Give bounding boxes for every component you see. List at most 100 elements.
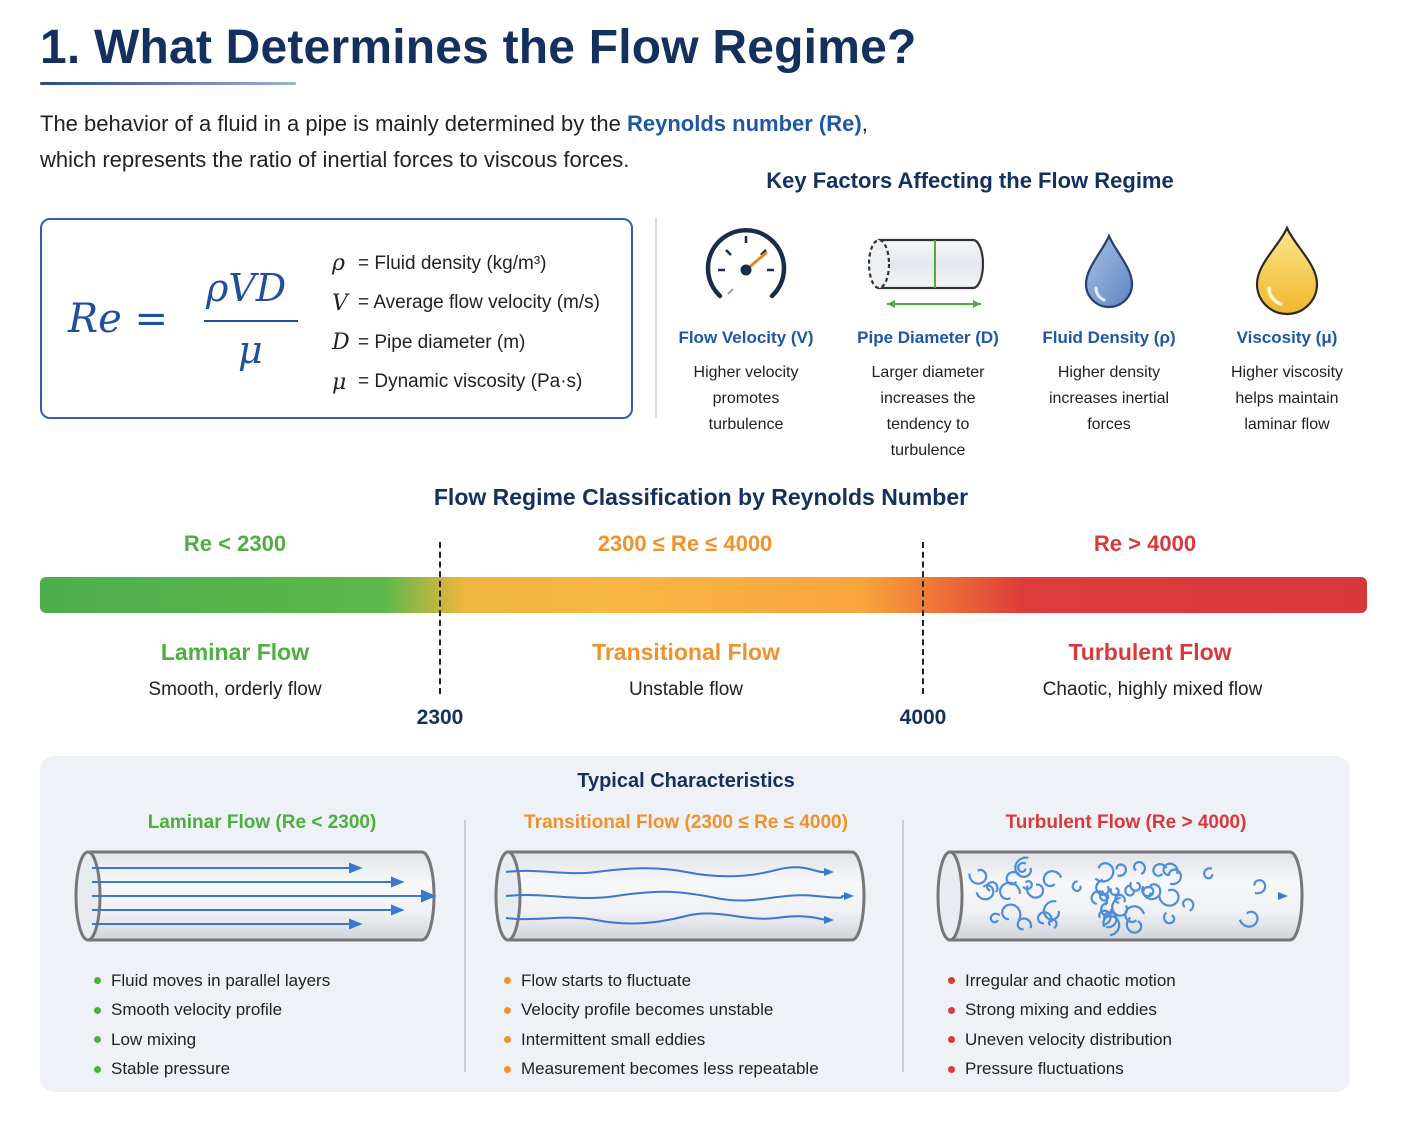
factor-fluid-density: Fluid Density (ρ) Higher density increas… [1024,220,1194,438]
eddy-swirl [1141,883,1162,901]
eddy-swirl [1042,900,1061,921]
laminar-range: Re < 2300 [183,531,287,556]
definition-viscosity: μ= Dynamic viscosity (Pa·s) [332,369,583,395]
list-item: Flow starts to fluctuate [504,966,896,996]
transitional-range: 2300 ≤ Re ≤ 4000 [597,531,773,556]
definition-velocity: V= Average flow velocity (m/s) [332,290,600,316]
transitional-flow-desc: Unstable flow [628,679,744,700]
transitional-column-title: Transitional Flow (2300 ≤ Re ≤ 4000) [524,812,848,833]
threshold-label-4000: 4000 [899,706,947,729]
laminar-characteristics: Laminar Flow (Re < 2300) Fluid moves in … [52,812,472,1084]
laminar-flow-label: Laminar Flow [160,639,310,665]
eddy-swirl [1115,863,1128,878]
transitional-flow-label: Transitional Flow [592,639,780,665]
eddy-swirl [1090,890,1109,906]
equation-lhs: Re = [68,296,169,342]
eddy-swirl [1042,869,1063,888]
reynolds-formula-box: Re = ρVD μ ρ= Fluid density (kg/m³) V= A… [40,218,633,419]
threshold-line-2300 [439,542,441,694]
intro-text: The behavior of a fluid in a pipe is mai… [40,106,940,178]
laminar-column-title: Laminar Flow (Re < 2300) [147,812,377,833]
list-item: Stable pressure [94,1055,472,1085]
eddy-swirl [1102,914,1121,937]
eddy-swirl [1000,903,1022,921]
turbulent-pipe-illustration [916,848,1336,944]
eddy-swirl [1132,861,1147,876]
title-underline [40,82,296,85]
laminar-pipe-illustration [52,848,472,944]
characteristics-panel: Typical Characteristics Laminar Flow (Re… [40,756,1350,1092]
laminar-flow-desc: Smooth, orderly flow [148,679,322,700]
eddy-swirl [1125,916,1143,934]
threshold-label-2300: 2300 [416,706,464,729]
eddy-swirl [1016,861,1027,874]
speedometer-icon [661,220,831,320]
equation-numerator: ρVD [206,266,287,310]
factor-desc: Higher velocity promotes turbulence [693,364,799,433]
turbulent-bullets: Irregular and chaotic motion Strong mixi… [916,966,1336,1084]
eddy-swirl [1095,878,1110,897]
eddy-swirl [986,881,999,893]
yellow-droplet-icon [1202,220,1372,320]
intro-part2: , [861,111,868,136]
turbulent-flow-desc: Chaotic, highly mixed flow [1042,679,1263,700]
factor-pipe-diameter: Pipe Diameter (D) Larger diameter increa… [843,220,1013,464]
intro-part1: The behavior of a fluid in a pipe is mai… [40,111,627,136]
eddy-swirl [1129,881,1142,892]
factor-name: Fluid Density (ρ) [1042,328,1176,347]
equation-denominator: μ [238,328,263,372]
eddy-swirl [1124,884,1135,897]
turbulent-column-title: Turbulent Flow (Re > 4000) [1005,812,1247,833]
column-divider [464,820,466,1072]
intro-line2: which represents the ratio of inertial f… [40,147,630,172]
eddy-swirl [1005,870,1021,886]
eddy-swirl [1099,901,1113,917]
eddy-swirl [1253,879,1267,895]
intro-highlight: Reynolds number (Re) [627,111,862,136]
eddy-swirl [1047,918,1058,929]
eddy-swirl [1162,911,1176,925]
reynolds-gradient-bar [40,577,1367,613]
factor-desc: Higher viscosity helps maintain laminar … [1230,364,1344,433]
transitional-characteristics: Transitional Flow (2300 ≤ Re ≤ 4000) [476,812,896,1084]
eddy-swirl [1114,893,1126,904]
eddy-swirl [1157,888,1180,907]
eddy-swirl [1037,911,1053,925]
list-item: Irregular and chaotic motion [948,966,1336,996]
eddy-swirl [1181,898,1195,912]
eddy-swirl [1111,896,1129,917]
section-divider [655,218,657,418]
factor-name: Flow Velocity (V) [678,328,814,347]
eddy-swirl [1152,862,1168,877]
pipe-cylinder-icon [843,220,1013,320]
factor-viscosity: Viscosity (μ) Higher viscosity helps mai… [1202,220,1372,438]
definition-diameter: D= Pipe diameter (m) [332,330,526,356]
list-item: Velocity profile becomes unstable [504,996,896,1026]
threshold-line-4000 [922,542,924,694]
factor-flow-velocity: Flow Velocity (V) Higher velocity promot… [661,220,831,438]
classification-title: Flow Regime Classification by Reynolds N… [433,484,969,510]
eddy-swirl [1109,887,1120,897]
list-item: Intermittent small eddies [504,1025,896,1055]
eddy-swirl [1238,910,1259,928]
turbulent-range: Re > 4000 [1093,531,1197,556]
list-item: Fluid moves in parallel layers [94,966,472,996]
factors-title: Key Factors Affecting the Flow Regime [766,168,1174,193]
eddy-swirl [1202,867,1214,880]
eddy-swirl [1016,917,1033,931]
list-item: Smooth velocity profile [94,996,472,1026]
factor-name: Viscosity (μ) [1236,328,1338,347]
factor-desc: Larger diameter increases the tendency t… [871,364,985,459]
eddy-swirl [1167,868,1183,886]
blue-droplet-icon [1024,220,1194,320]
eddy-swirl [1071,880,1082,893]
page-title: 1. What Determines the Flow Regime? [40,21,917,74]
eddy-swirl [989,912,1001,924]
factor-name: Pipe Diameter (D) [857,328,999,347]
column-divider [902,820,904,1072]
eddy-swirl [1025,883,1045,899]
laminar-bullets: Fluid moves in parallel layers Smooth ve… [52,966,472,1084]
eddy-swirl [1022,879,1033,890]
variable-definitions: ρ= Fluid density (kg/m³) V= Average flow… [332,244,600,402]
characteristics-title: Typical Characteristics [577,770,795,792]
